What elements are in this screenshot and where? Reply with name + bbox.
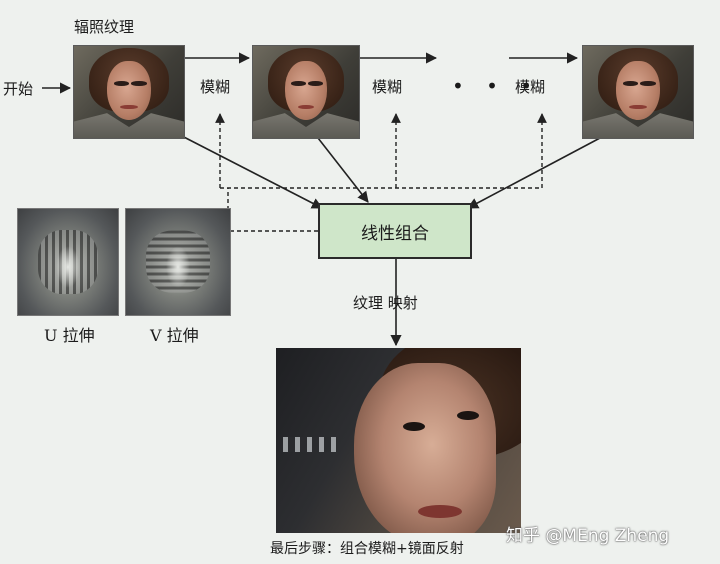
ellipsis: • • • bbox=[452, 74, 541, 98]
thumb1-to-combine bbox=[177, 133, 323, 209]
final-render-image bbox=[276, 348, 521, 533]
irradiance-texture-2 bbox=[252, 45, 360, 139]
final-caption: 最后步骤：组合模糊+镜面反射 bbox=[270, 541, 464, 557]
thumb4-to-combine bbox=[467, 137, 601, 209]
blur-label-1: 模糊 bbox=[200, 78, 231, 96]
linear-combination-box: 线性组合 bbox=[318, 203, 472, 259]
irradiance-texture-n bbox=[582, 45, 694, 139]
v-stretch-label: V 拉伸 bbox=[150, 326, 199, 345]
linear-combination-label: 线性组合 bbox=[361, 223, 429, 244]
u-stretch-map bbox=[17, 208, 119, 316]
blur-label-3: 模糊 bbox=[515, 78, 546, 96]
watermark: 知乎 @MEng Zheng bbox=[506, 526, 670, 546]
u-stretch-label: U 拉伸 bbox=[44, 326, 95, 345]
irradiance-texture-1 bbox=[73, 45, 185, 139]
thumb2-to-combine bbox=[317, 137, 369, 203]
texture-mapping-label: 纹理 映射 bbox=[353, 294, 418, 312]
top-label: 辐照纹理 bbox=[74, 18, 135, 36]
v-stretch-map bbox=[125, 208, 231, 316]
start-label: 开始 bbox=[3, 80, 34, 98]
blur-label-2: 模糊 bbox=[372, 78, 403, 96]
